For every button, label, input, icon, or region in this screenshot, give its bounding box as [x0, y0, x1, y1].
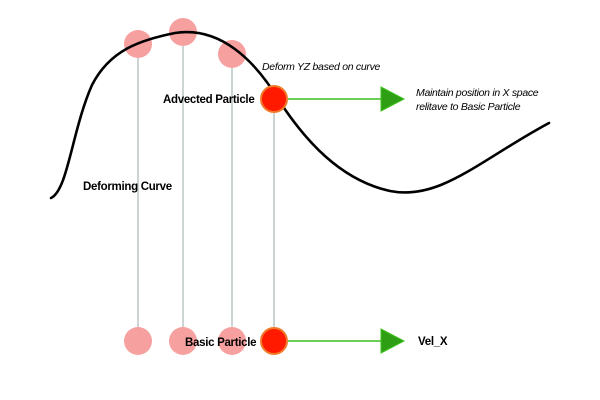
advected-particle-label: Advected Particle: [163, 94, 254, 106]
vel-x-label: Vel_X: [418, 336, 448, 348]
basic-particle: [260, 327, 288, 355]
advected-arrow-head: [380, 86, 406, 112]
maintain-note-line-1: Maintain position in X space: [416, 87, 539, 99]
advected-particle: [260, 85, 288, 113]
basic-ghost-particles: [124, 327, 246, 355]
basic-velocity-arrow: [288, 328, 406, 354]
basic-arrow-head: [380, 328, 406, 354]
basic-particle-label: Basic Particle: [185, 337, 256, 349]
basic-ghost-particle-3: [218, 327, 246, 355]
basic-ghost-particle-2: [169, 327, 197, 355]
curve-ghost-particle-3: [218, 40, 246, 68]
advected-velocity-arrow: [288, 86, 406, 112]
deforming-curve: [49, 30, 551, 200]
deform-note: Deform YZ based on curve: [262, 61, 381, 73]
guide-lines: [137, 34, 275, 340]
deforming-curve-label: Deforming Curve: [83, 181, 172, 193]
maintain-note-line-2: relitave to Basic Particle: [416, 101, 521, 113]
basic-ghost-particle-1: [124, 327, 152, 355]
